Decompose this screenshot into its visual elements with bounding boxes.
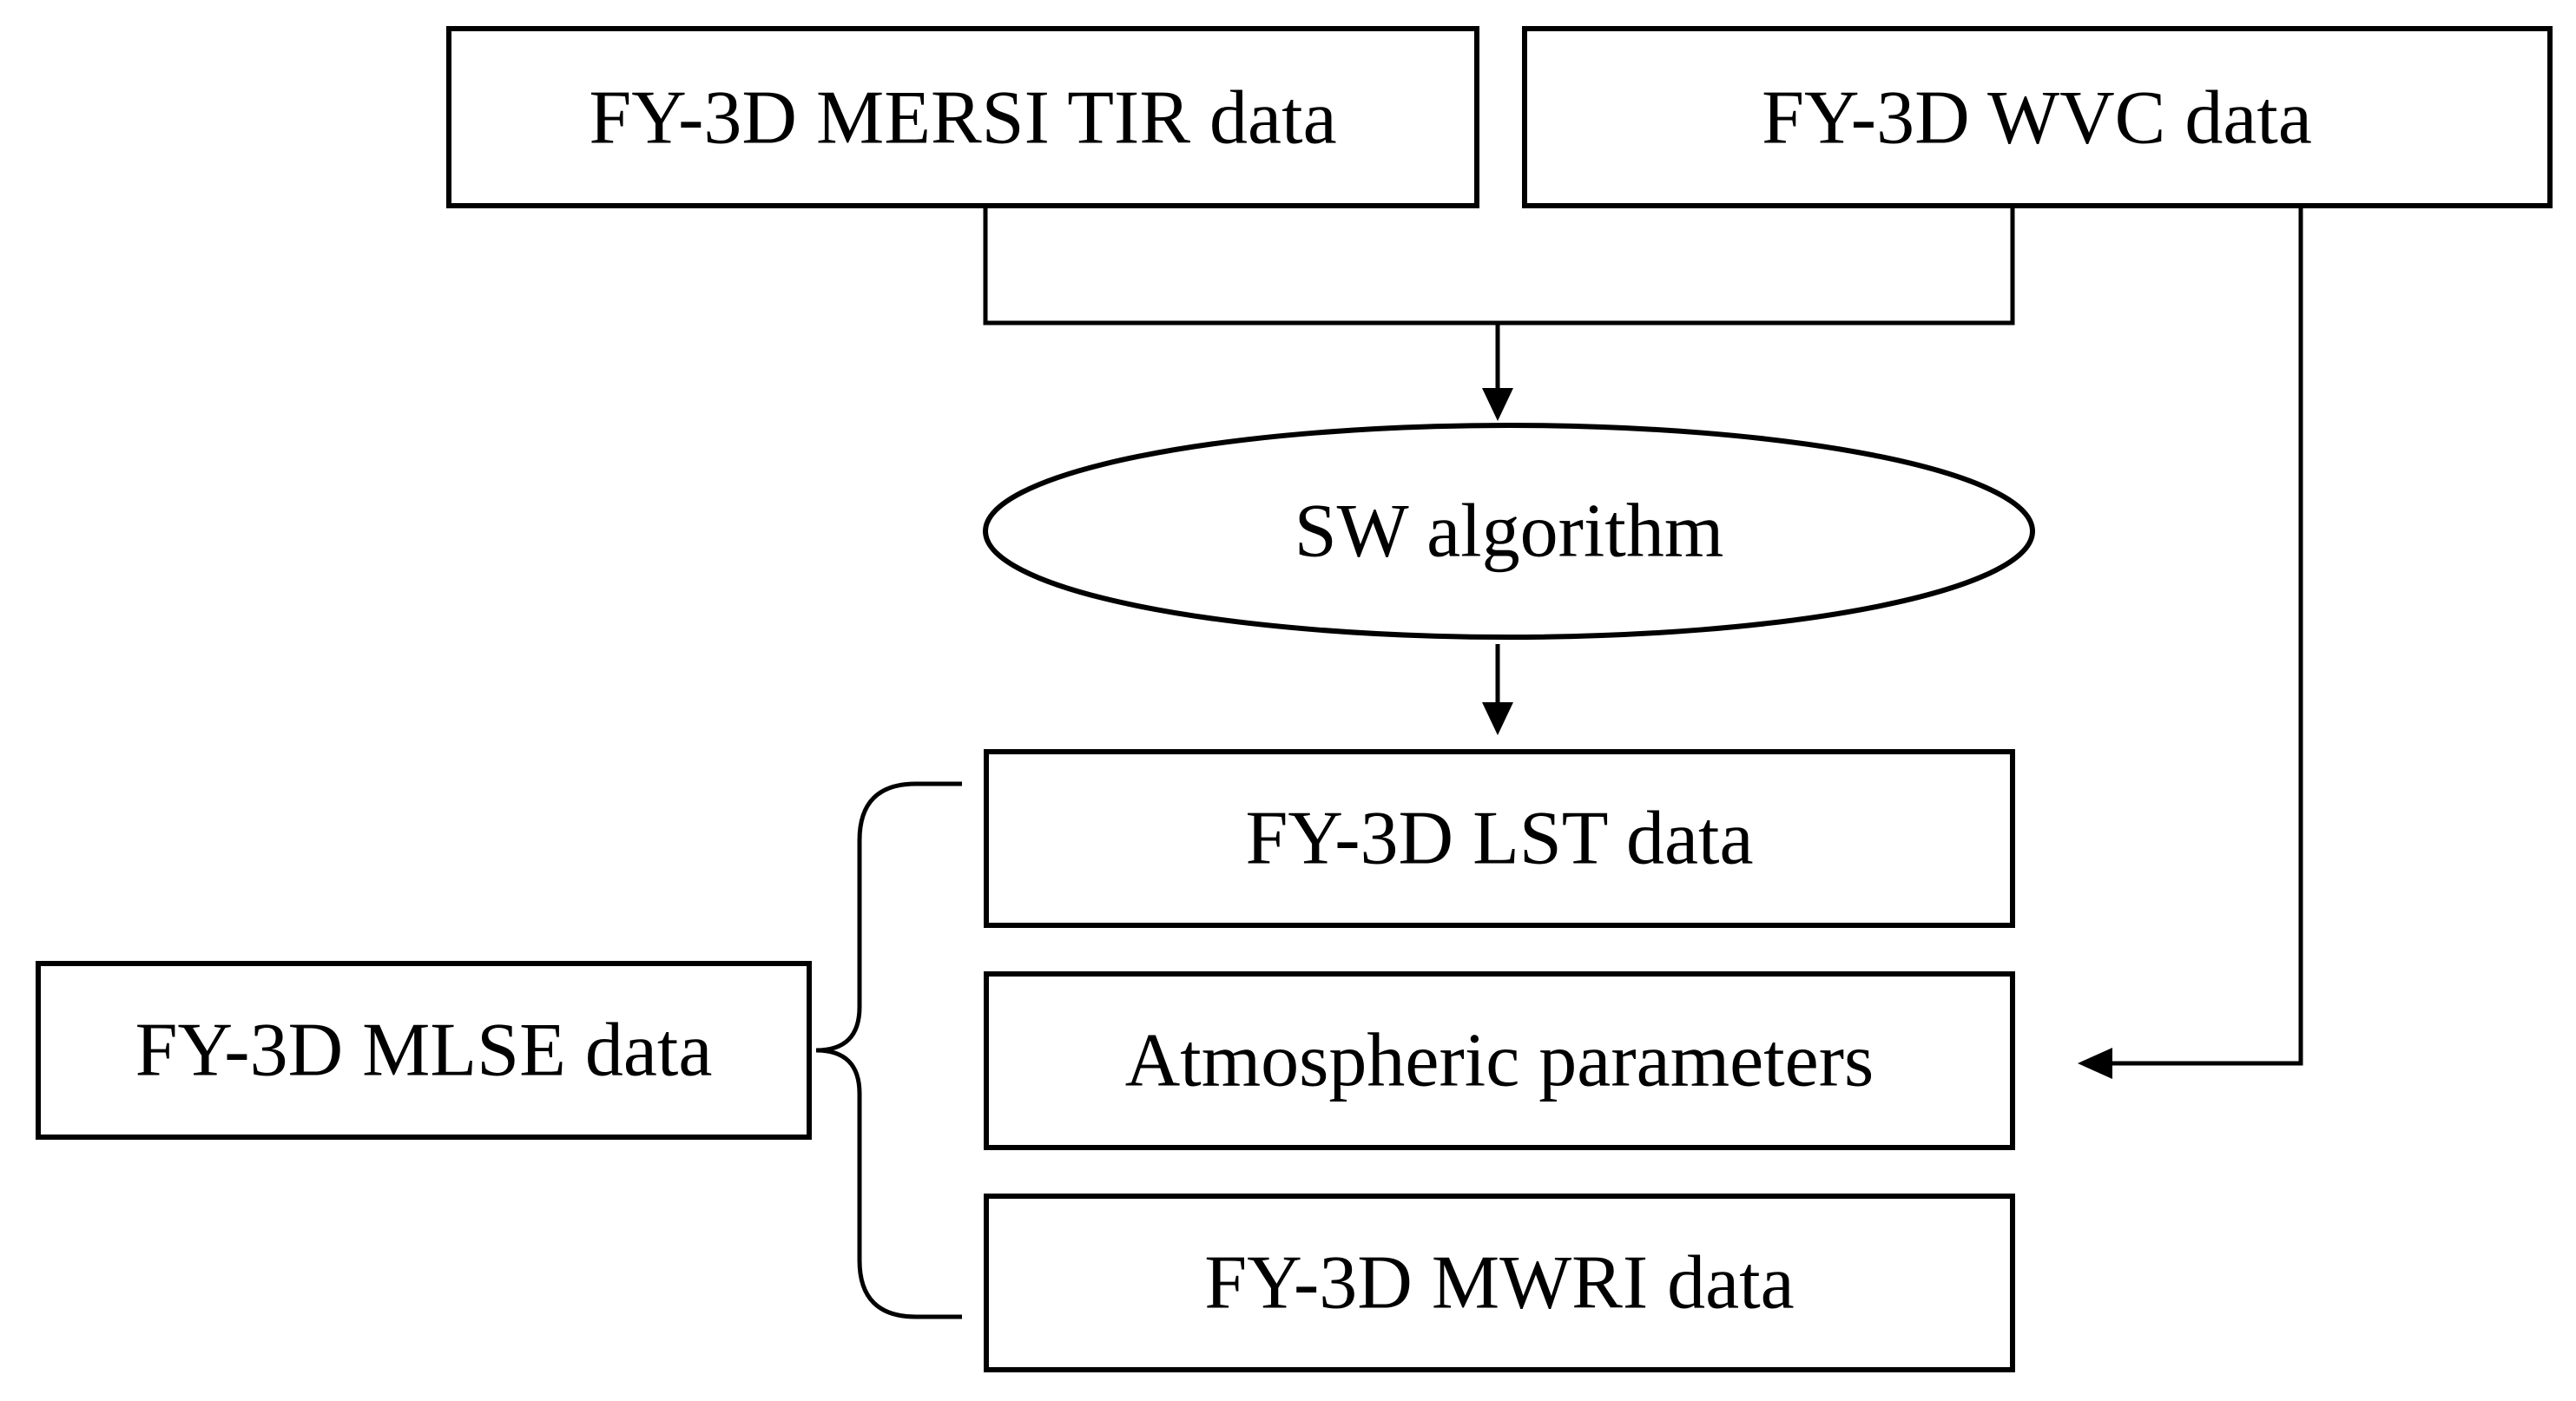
wvc-label: FY-3D WVC data bbox=[1762, 76, 2312, 161]
arrowhead-to-sw-algorithm bbox=[1482, 388, 1513, 421]
arrowhead-to-lst bbox=[1482, 702, 1513, 735]
atmospheric-node: Atmospheric parameters bbox=[984, 971, 2015, 1150]
wvc-to-atmospheric-connector bbox=[2105, 206, 2303, 1066]
grouping-brace bbox=[815, 781, 962, 1319]
lst-label: FY-3D LST data bbox=[1245, 797, 1753, 881]
atmospheric-label: Atmospheric parameters bbox=[1125, 1019, 1874, 1103]
sw-algorithm-node: SW algorithm bbox=[983, 423, 2035, 640]
merge-connector bbox=[983, 206, 2015, 326]
mersi-tir-label: FY-3D MERSI TIR data bbox=[589, 76, 1336, 161]
mlse-node: FY-3D MLSE data bbox=[36, 961, 812, 1140]
mwri-label: FY-3D MWRI data bbox=[1204, 1241, 1794, 1325]
mwri-node: FY-3D MWRI data bbox=[984, 1194, 2015, 1372]
mlse-label: FY-3D MLSE data bbox=[135, 1009, 713, 1093]
sw-algorithm-label: SW algorithm bbox=[1295, 490, 1724, 574]
wvc-node: FY-3D WVC data bbox=[1522, 26, 2553, 208]
mersi-tir-node: FY-3D MERSI TIR data bbox=[446, 26, 1479, 208]
lst-node: FY-3D LST data bbox=[984, 749, 2015, 928]
arrowhead-to-atmospheric bbox=[2078, 1048, 2112, 1079]
